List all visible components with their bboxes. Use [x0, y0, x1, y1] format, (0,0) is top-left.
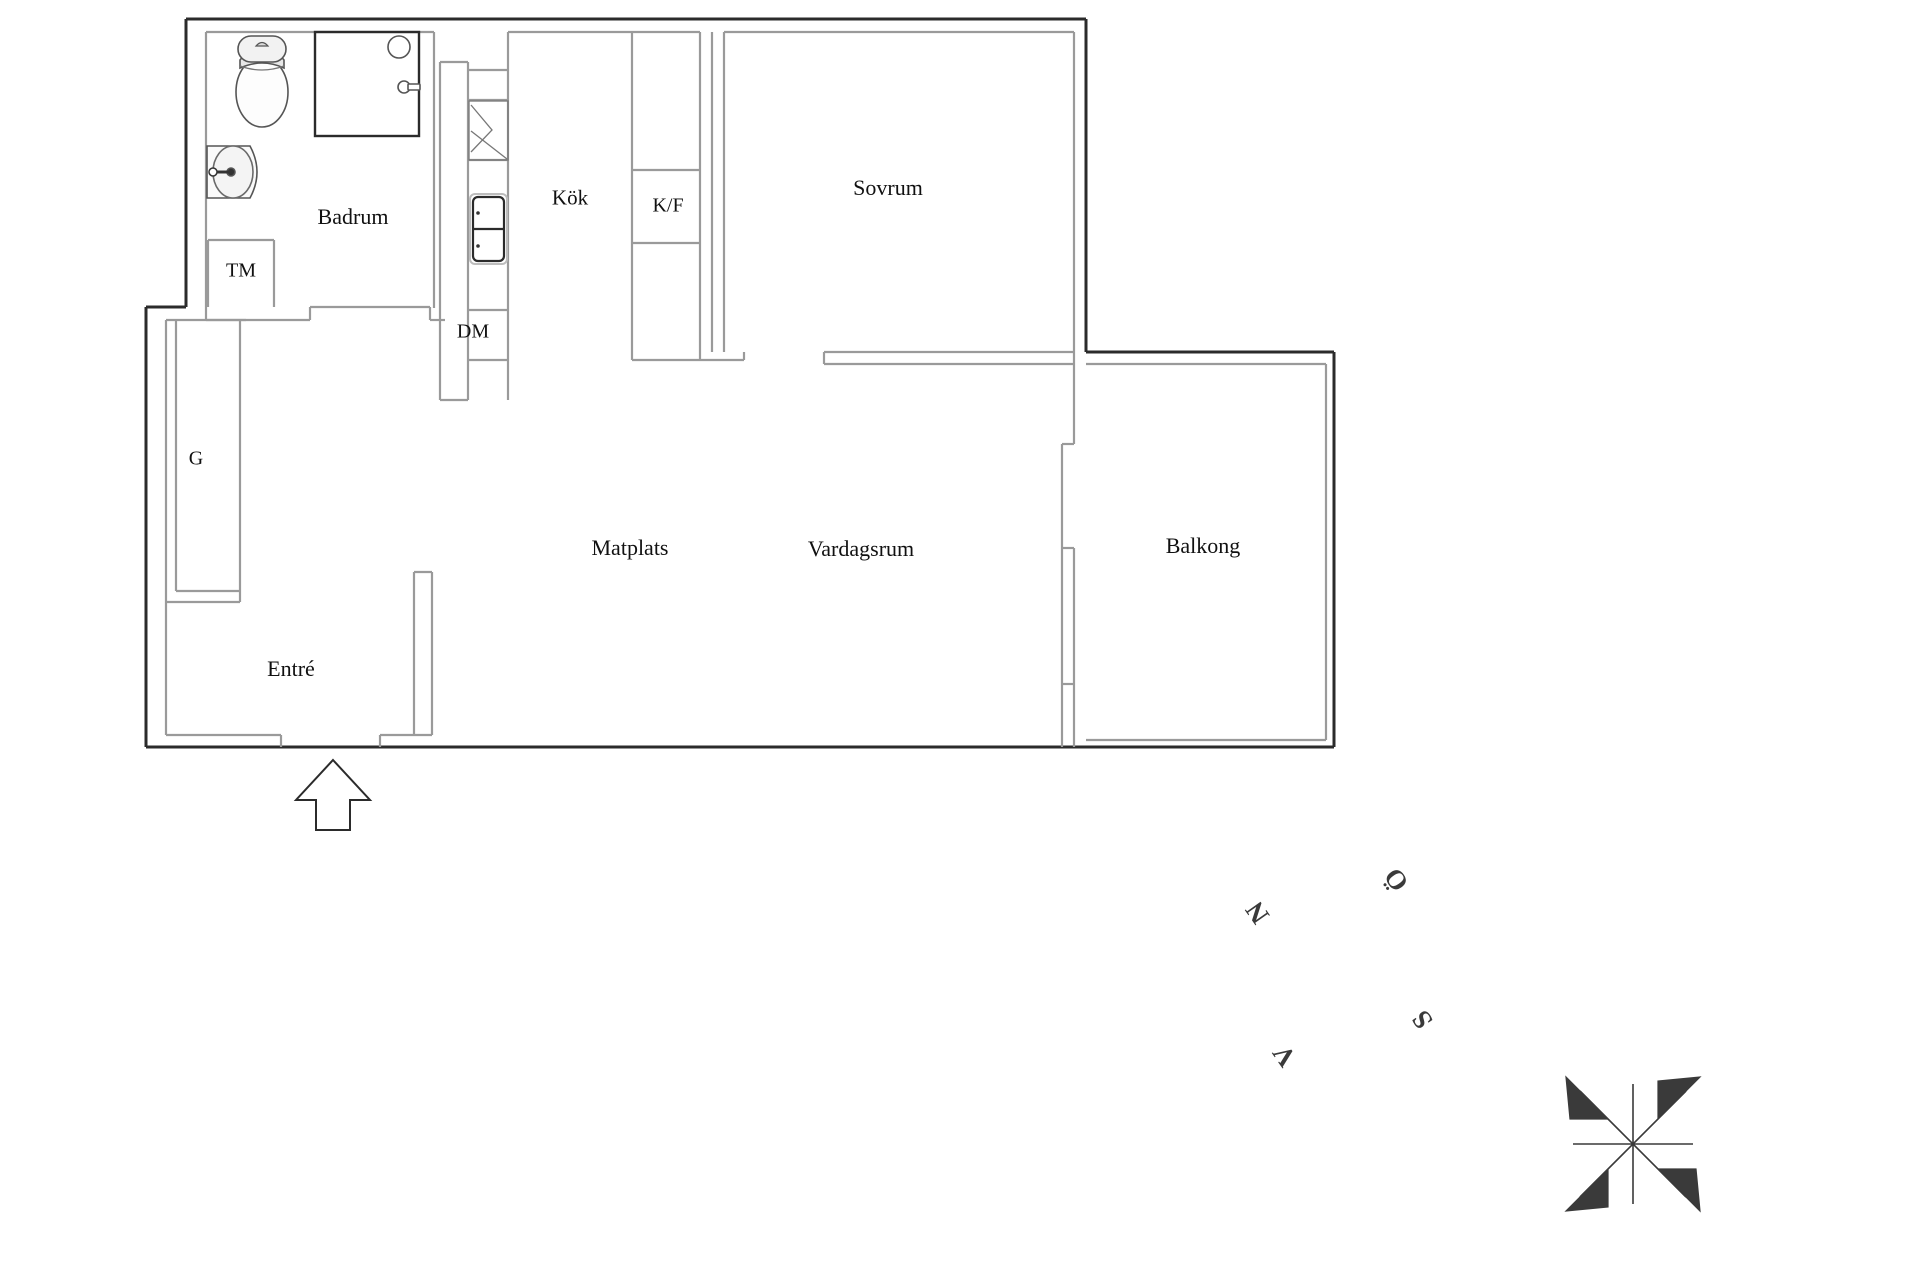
kitchen-sink-fixture: [469, 193, 508, 265]
toilet-fixture: [235, 35, 289, 128]
interior-walls: [164, 30, 1328, 747]
washbasin-fixture: [206, 145, 258, 199]
exterior-walls: [144, 17, 1336, 749]
entrance-arrow: [293, 758, 373, 831]
fridge-freezer: [468, 100, 509, 161]
shower-cabin-fixture: [313, 30, 421, 138]
compass-rose: [1564, 1075, 1702, 1213]
